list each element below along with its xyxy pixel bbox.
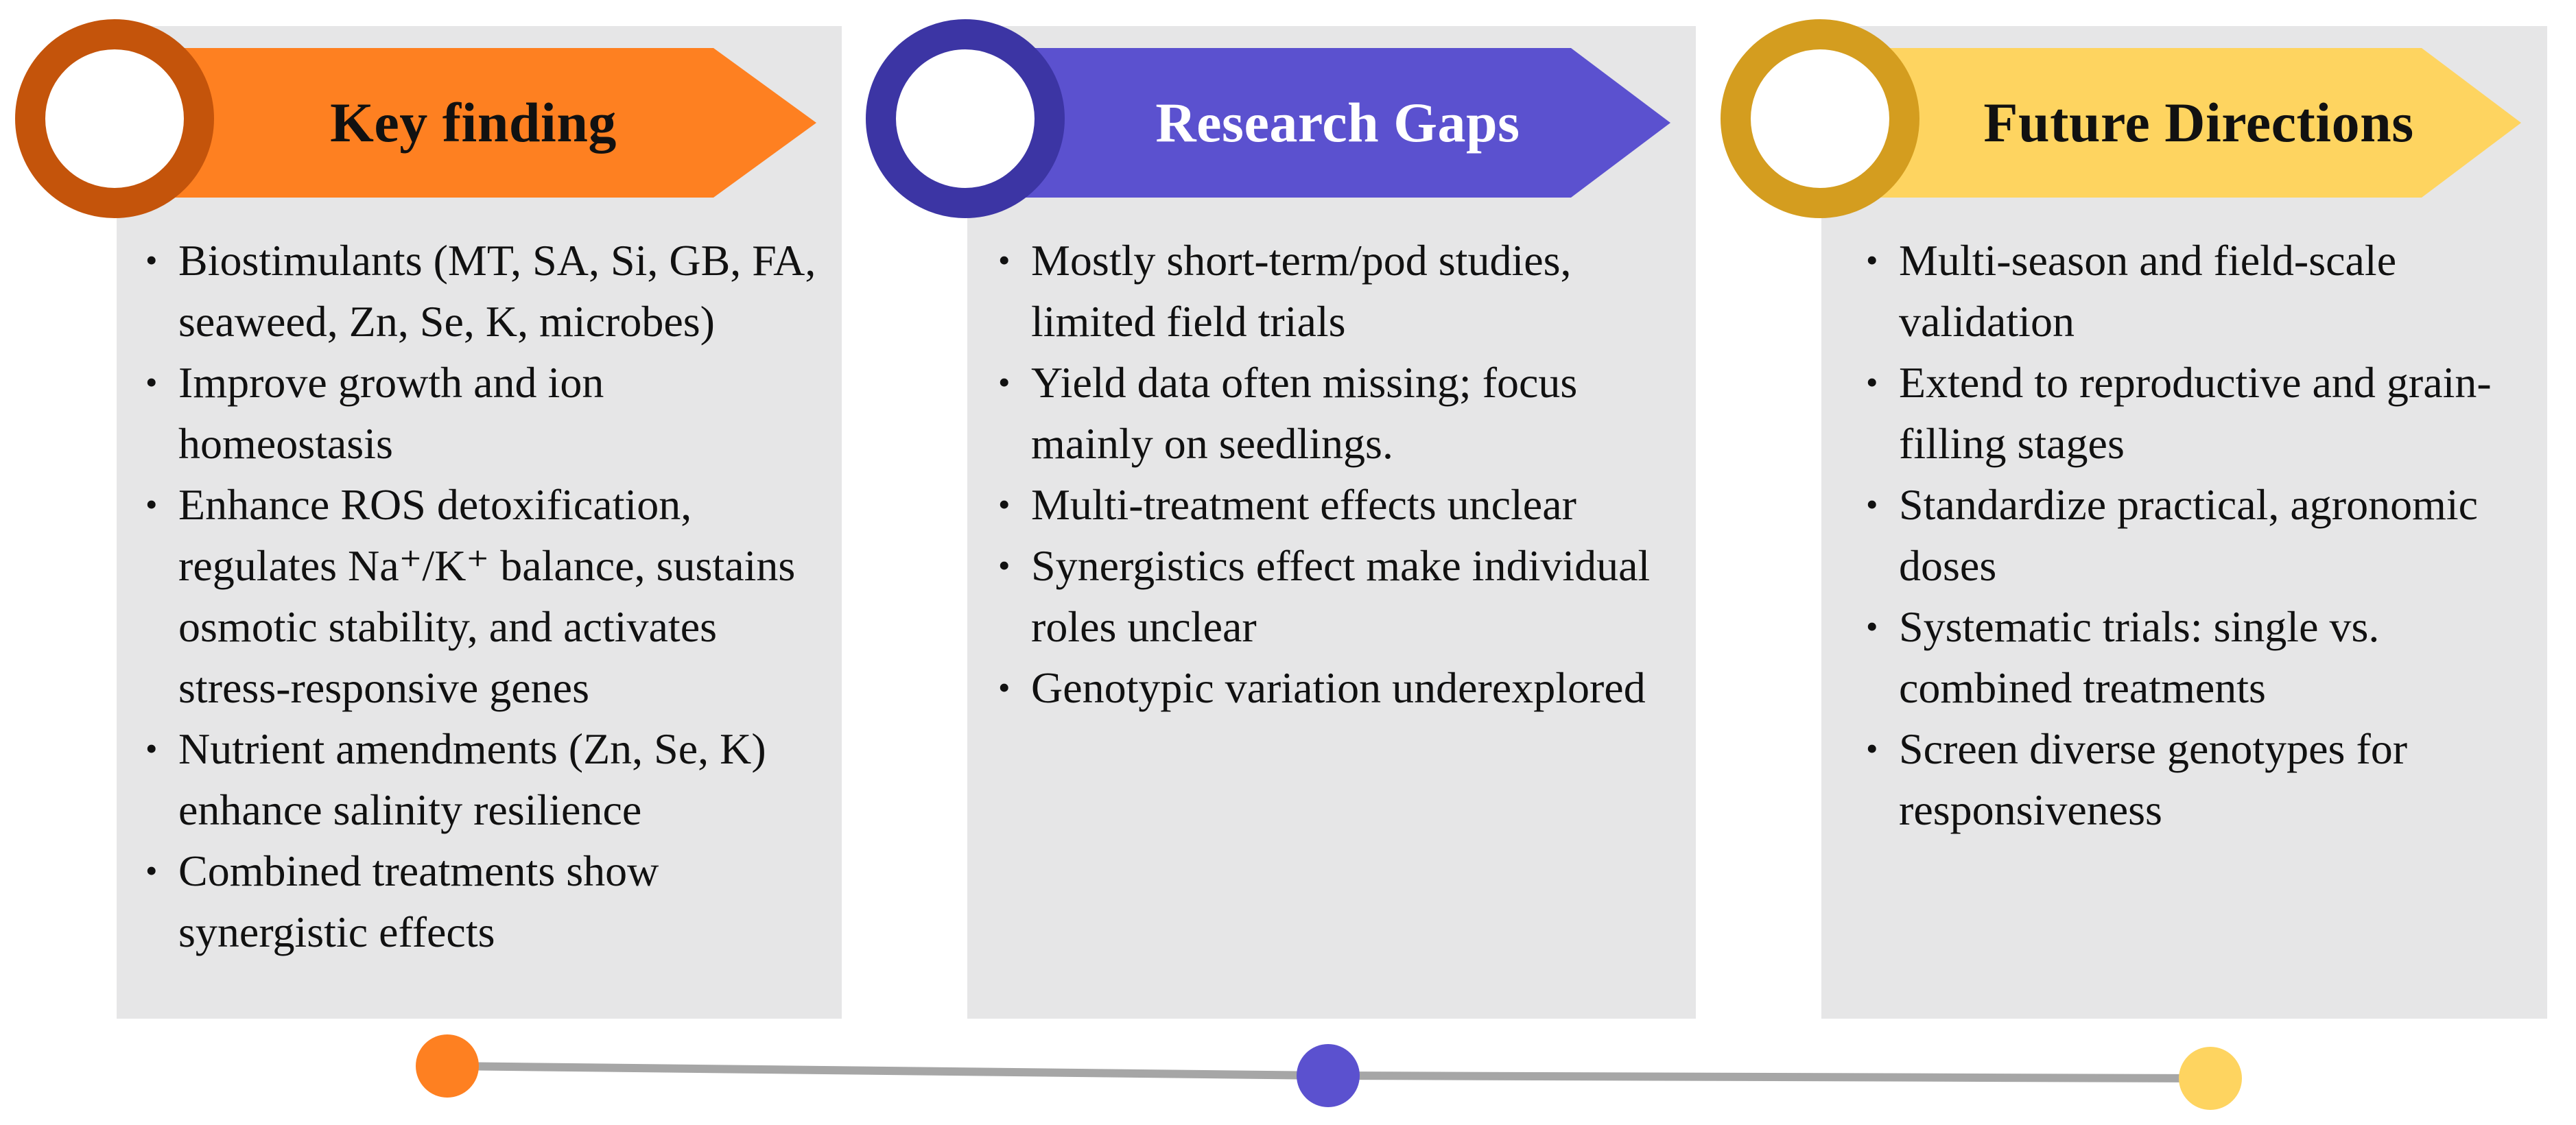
list-item: Combined treatments show synergistic eff… — [145, 840, 825, 962]
ring-icon-future-directions — [1721, 19, 1919, 218]
timeline-dot-research-gaps — [1297, 1044, 1360, 1107]
timeline-dot-key-finding — [416, 1034, 479, 1098]
list-item: Mostly short-term/pod studies, limited f… — [998, 230, 1684, 352]
banner-arrow-future-directions — [1815, 48, 2521, 198]
list-item: Yield data often missing; focus mainly o… — [998, 352, 1684, 474]
list-item: Multi-treatment effects unclear — [998, 474, 1684, 535]
list-item: Synergistics effect make individual role… — [998, 535, 1684, 657]
timeline-dot-future-directions — [2179, 1047, 2242, 1110]
list-future-directions: Multi-season and field-scale validation … — [1866, 230, 2545, 840]
banner-title-research-gaps: Research Gaps — [1056, 48, 1619, 198]
list-key-finding: Biostimulants (MT, SA, Si, GB, FA, seawe… — [145, 230, 825, 962]
timeline-connector — [1324, 1071, 2214, 1082]
list-item: Enhance ROS detoxification, regulates Na… — [145, 474, 825, 718]
list-item: Nutrient amendments (Zn, Se, K) enhance … — [145, 718, 825, 840]
list-item: Multi-season and field-scale validation — [1866, 230, 2545, 352]
ring-icon-key-finding — [15, 19, 214, 218]
banner-arrow-research-gaps — [960, 48, 1670, 198]
list-item: Improve growth and ion homeostasis — [145, 352, 825, 474]
column-title: Key finding — [330, 91, 617, 154]
list-research-gaps: Mostly short-term/pod studies, limited f… — [998, 230, 1684, 718]
column-title: Research Gaps — [1155, 91, 1520, 154]
column-title: Future Directions — [1983, 91, 2414, 154]
list-item: Genotypic variation underexplored — [998, 657, 1684, 718]
list-item: Biostimulants (MT, SA, Si, GB, FA, seawe… — [145, 230, 825, 352]
banner-title-key-finding: Key finding — [206, 48, 741, 198]
banner-arrow-key-finding — [110, 48, 816, 198]
list-item: Extend to reproductive and grain-filling… — [1866, 352, 2545, 474]
list-item: Standardize practical, agronomic doses — [1866, 474, 2545, 596]
list-item: Systematic trials: single vs. combined t… — [1866, 596, 2545, 718]
timeline — [416, 1034, 2242, 1110]
banner-title-future-directions: Future Directions — [1914, 48, 2483, 198]
list-item: Screen diverse genotypes for responsiven… — [1866, 718, 2545, 840]
ring-icon-research-gaps — [866, 19, 1065, 218]
timeline-connector — [443, 1062, 1332, 1080]
